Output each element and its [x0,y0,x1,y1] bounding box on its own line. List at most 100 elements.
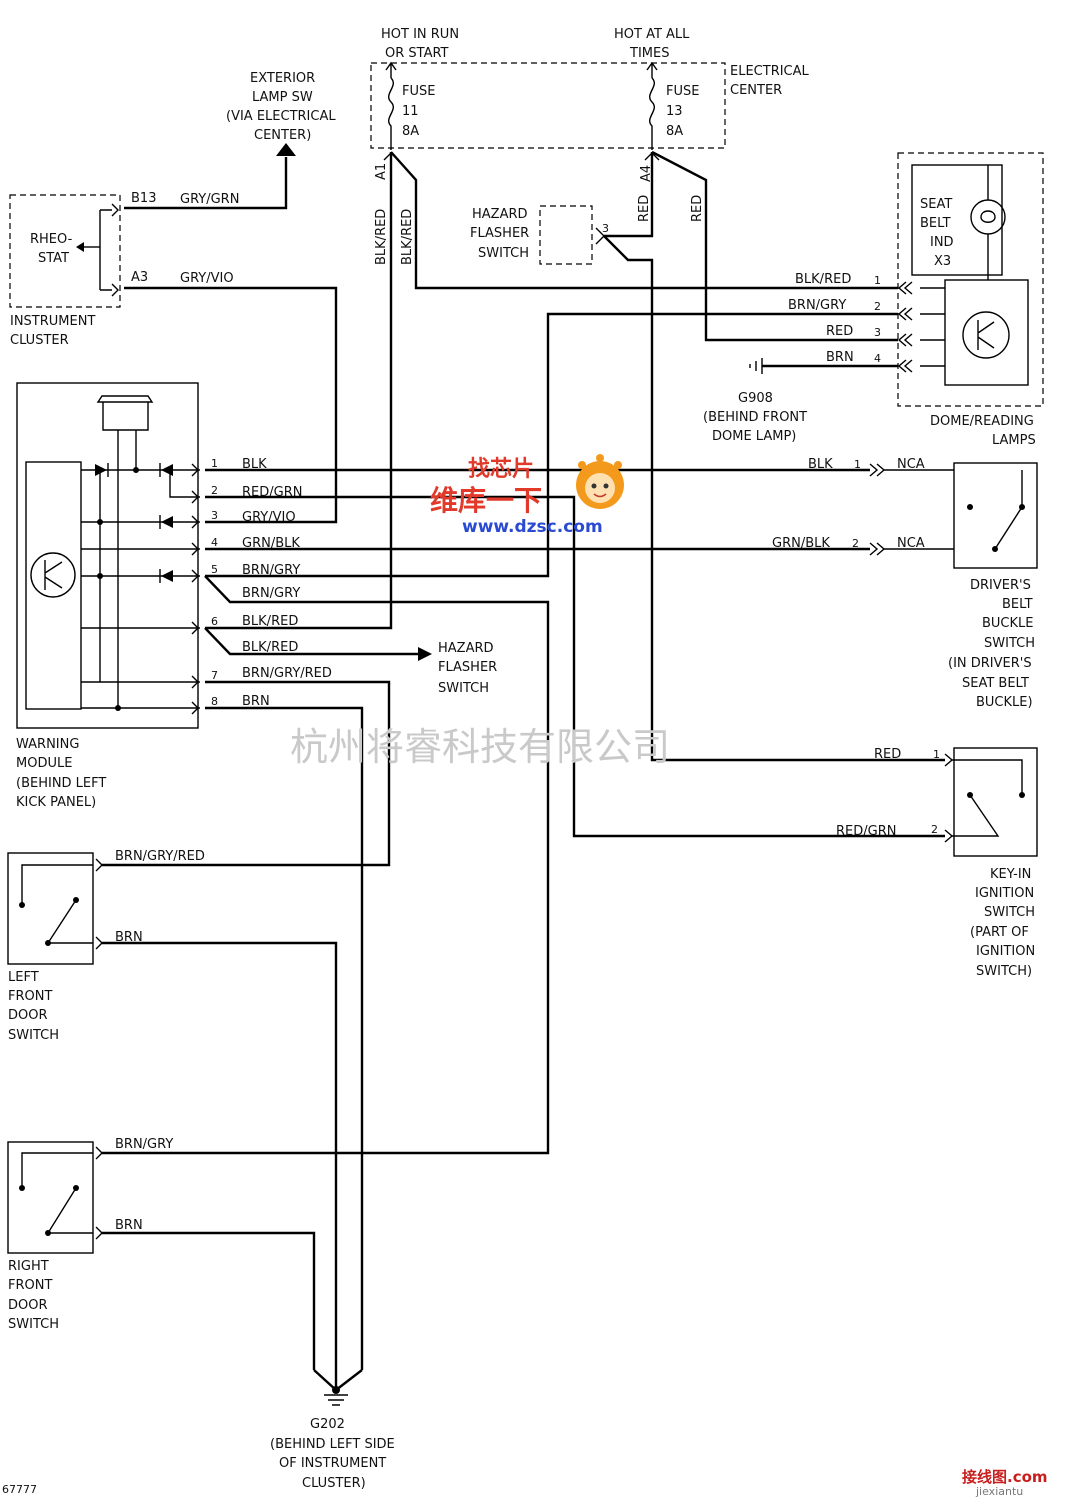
bulb-filament [980,210,996,223]
belt-buckle-box [953,462,1038,569]
wire-brn-left-door [102,941,338,1370]
seat-belt-bulb-icon [970,199,1006,235]
left-door-wire-top: BRN/GRY/RED [115,849,205,864]
exterior-lamp-arrow-icon [276,143,296,156]
right-door-connectors [95,1146,103,1240]
hazard-flasher-switch-top: HAZARD FLASHER SWITCH 3 [470,205,609,265]
wire-red-hazard [604,152,654,238]
belt-label-2: BELT [1002,597,1033,612]
dome-lamp-module-box [944,279,1029,386]
warning-module-label-2: MODULE [16,756,72,771]
key-in-label-4: (PART OF [970,925,1029,940]
warning-module-label-4: KICK PANEL) [16,795,96,810]
module-wire-4: GRN/BLK [242,536,300,551]
hot-run-label-1: HOT IN RUN [381,27,459,42]
wire-blk-red-hazard [204,627,418,656]
key-in-ignition-switch: RED 1 RED/GRN 2 KEY-IN IGNITION SWITCH (… [836,747,1038,979]
diode-3-icon [161,516,173,528]
wire-blk-red-a-label: BLK/RED [374,209,389,265]
hazard-pin-label: 3 [602,222,609,235]
module-pin-6: 6 [211,615,218,628]
fuse-11-feed-arrow [385,61,397,78]
electrical-center-label-1: ELECTRICAL [730,64,810,79]
wire-brn-gry-red [102,680,391,867]
right-door-contact-2 [45,1230,51,1236]
module-wire-3: GRY/VIO [242,510,296,525]
hazard-arrow-label-2: FLASHER [438,660,497,675]
logo-top-text: 找芯片 [468,457,534,482]
exterior-lamp-label-4: CENTER) [254,128,311,143]
warning-module: 1 2 3 4 5 6 7 8 BLK RED/GRN GRY/VIO GRN/… [16,382,332,810]
fuse-11-number: 11 [402,104,419,119]
module-wire-6b: BLK/RED [242,640,298,655]
key-in-leads [952,759,1023,837]
hazard-top-label-3: SWITCH [478,246,529,261]
corner-watermark: 接线图.com [962,1468,1048,1486]
module-transistor-symbol [44,560,63,590]
junction-dot [133,467,139,473]
rheostat-arrow-icon [76,242,84,252]
fuse-13-feed-arrow [646,61,658,78]
ground-g202: G202 (BEHIND LEFT SIDE OF INSTRUMENT CLU… [270,1369,395,1491]
g202-label-2: (BEHIND LEFT SIDE [270,1437,395,1452]
hazard-top-label-1: HAZARD [472,207,528,222]
logo-mid-text: 维库一下 [430,484,542,517]
dome-wire-2-label: BRN/GRY [788,298,846,313]
electrical-center-box [370,62,726,149]
key-in-box [953,747,1038,857]
instrument-cluster: RHEO- STAT B13 A3 INSTRUMENT CLUSTER [9,191,156,348]
ground-g908: G908 (BEHIND FRONT DOME LAMP) [703,358,807,444]
hot-all-label-1: HOT AT ALL [614,27,690,42]
right-door-contact-3 [73,1185,79,1191]
left-door-contact-1 [19,902,25,908]
g908-label-3: DOME LAMP) [712,429,796,444]
module-internal-leads [81,469,200,709]
left-door-label-4: SWITCH [8,1028,59,1043]
key-in-contact-2 [967,792,973,798]
exterior-lamp-switch: EXTERIOR LAMP SW (VIA ELECTRICAL CENTER) [226,71,336,156]
right-front-door-switch: BRN/GRY BRN RIGHT FRONT DOOR SWITCH [7,1137,173,1332]
dome-transistor-icon [962,311,1010,359]
wire-red-dome [651,150,898,342]
belt-connector-1 [869,463,886,477]
left-door-contact-2 [45,940,51,946]
right-door-leads [21,1152,93,1234]
fuse-11-rating: 8A [402,124,419,139]
right-door-wire-top: BRN/GRY [115,1137,173,1152]
junction-dot [97,519,103,525]
rheostat-label-2: STAT [38,251,69,266]
g202-label-1: G202 [310,1417,345,1432]
belt-nca-2: NCA [897,536,925,551]
seat-belt-ind-box [911,164,1003,276]
wire-gry-grn-label: GRY/GRN [180,192,239,207]
belt-connector-2 [869,542,886,556]
hazard-arrow-label-3: SWITCH [438,681,489,696]
instrument-cluster-label-2: CLUSTER [10,333,69,348]
junction-dot [97,573,103,579]
logo-url-text: www.dzsc.com [462,517,603,537]
dome-pin-2: 2 [874,300,881,313]
pin-a3-label: A3 [131,270,148,285]
fuse-11-symbol [388,77,394,150]
wire-gry-vio-label: GRY/VIO [180,271,234,286]
hazard-top-label-2: FLASHER [470,226,529,241]
key-in-contact-1 [1019,792,1025,798]
wire-blk-red-module [205,152,393,630]
exterior-lamp-label-3: (VIA ELECTRICAL [226,109,336,124]
module-pin-4: 4 [211,536,218,549]
wire-red-grn [205,495,945,838]
left-door-leads [21,864,93,944]
hazard-arrow-icon [418,647,432,661]
logo-mascot-icon [576,454,624,509]
fuse-13-symbol [649,77,655,150]
module-wire-5: BRN/GRY [242,563,300,578]
seat-belt-ind-label-3: IND [930,235,954,250]
belt-buckle-switch: BLK 1 NCA GRN/BLK 2 NCA DRIVER'S BELT BU… [772,457,1038,710]
left-door-label-2: FRONT [8,989,52,1004]
company-watermark: 杭州将睿科技有限公司 [290,725,670,769]
fuse-13-label: FUSE [666,84,699,99]
rheostat-label-1: RHEO- [30,232,73,247]
key-in-pin-1: 1 [933,748,940,761]
left-front-door-switch: BRN/GRY/RED BRN LEFT FRONT DOOR SWITCH [7,849,205,1043]
